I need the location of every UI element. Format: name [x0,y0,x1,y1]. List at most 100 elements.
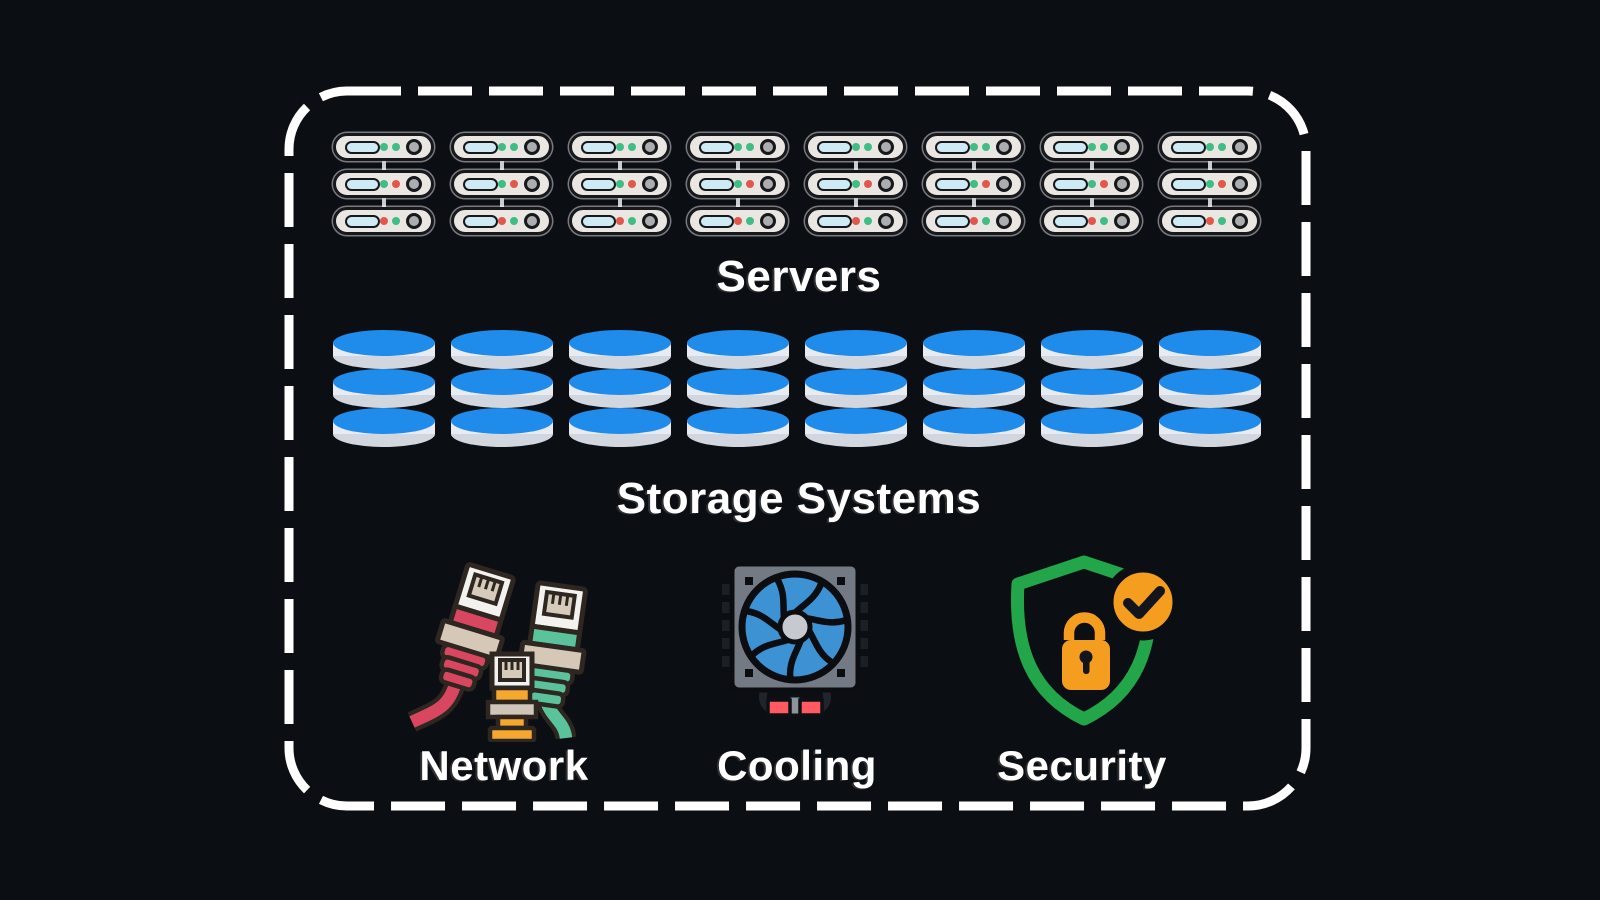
server-drive-slot [699,177,734,191]
server-unit [451,207,552,235]
power-knob [524,213,540,229]
status-led-ok [498,180,506,188]
status-led-ok [392,143,400,151]
power-knob [878,176,894,192]
status-leds [1206,139,1248,155]
status-led-ok [510,217,518,225]
server-unit [805,170,906,198]
server-unit [805,207,906,235]
server-unit [569,133,670,161]
server-unit [687,207,788,235]
server-drive-slot [463,214,498,228]
server-drive-slot [699,140,734,154]
status-led-ok [628,217,636,225]
status-led-ok [1088,143,1096,151]
status-led-alert [970,217,978,225]
power-knob [1114,176,1130,192]
status-leds [734,213,776,229]
status-led-ok [852,180,860,188]
server-drive-slot [935,140,970,154]
server-drive-slot [1053,214,1088,228]
security-label: Security [997,742,1167,789]
status-leds [616,176,658,192]
status-led-ok [970,180,978,188]
rack-connector [617,198,622,207]
power-knob [1232,213,1248,229]
power-knob [524,139,540,155]
status-led-alert [746,180,754,188]
server-drive-slot [699,214,734,228]
power-knob [760,176,776,192]
status-led-ok [852,143,860,151]
status-led-alert [1100,180,1108,188]
server-drive-slot [1171,177,1206,191]
server-unit [1159,207,1260,235]
server-rack-column [923,133,1024,235]
status-leds [380,213,422,229]
status-led-ok [380,143,388,151]
status-leds [970,176,1012,192]
rack-connector [1207,161,1212,170]
status-led-ok [970,143,978,151]
server-unit [923,133,1024,161]
status-leds [852,176,894,192]
power-knob [760,213,776,229]
status-leds [380,139,422,155]
server-drive-slot [1171,140,1206,154]
storage-cylinder-icon [687,330,789,447]
server-unit [1159,170,1260,198]
status-led-ok [1218,217,1226,225]
status-led-alert [734,217,742,225]
power-knob [406,139,422,155]
storage-cylinder-icon [451,330,553,447]
server-unit [923,170,1024,198]
server-drive-slot [345,177,380,191]
rack-connector [499,198,504,207]
storage-section-label: Storage Systems [616,474,982,523]
rack-connector [1089,198,1094,207]
fan-hub [777,609,813,645]
rack-connector [735,198,740,207]
server-rack-column [687,133,788,235]
server-rack-column [569,133,670,235]
server-drive-slot [345,140,380,154]
rack-connector [853,161,858,170]
server-unit [1041,133,1142,161]
power-knob [996,213,1012,229]
server-unit [569,170,670,198]
server-drive-slot [463,177,498,191]
status-led-ok [1206,143,1214,151]
server-unit [333,133,434,161]
power-knob [642,213,658,229]
power-knob [642,176,658,192]
storage-cylinder-icon [923,330,1025,447]
server-unit [805,133,906,161]
fan-foot-left [766,698,792,717]
server-drive-slot [817,177,852,191]
rack-connector [971,161,976,170]
status-led-ok [616,180,624,188]
status-led-alert [1088,217,1096,225]
server-drive-slot [935,214,970,228]
status-leds [616,213,658,229]
rack-connector [735,161,740,170]
server-drive-slot [463,140,498,154]
server-unit [687,170,788,198]
power-knob [406,176,422,192]
server-drive-slot [1171,214,1206,228]
status-led-ok [734,143,742,151]
rack-connector [617,161,622,170]
network-label: Network [419,742,589,789]
status-led-ok [864,217,872,225]
rack-connector [1207,198,1212,207]
storage-cylinder-icon [569,330,671,447]
status-led-ok [616,143,624,151]
verified-check-badge [1104,563,1182,641]
power-knob [760,139,776,155]
status-led-alert [1206,217,1214,225]
status-leds [970,213,1012,229]
server-unit [451,133,552,161]
power-knob [878,213,894,229]
status-led-alert [498,217,506,225]
